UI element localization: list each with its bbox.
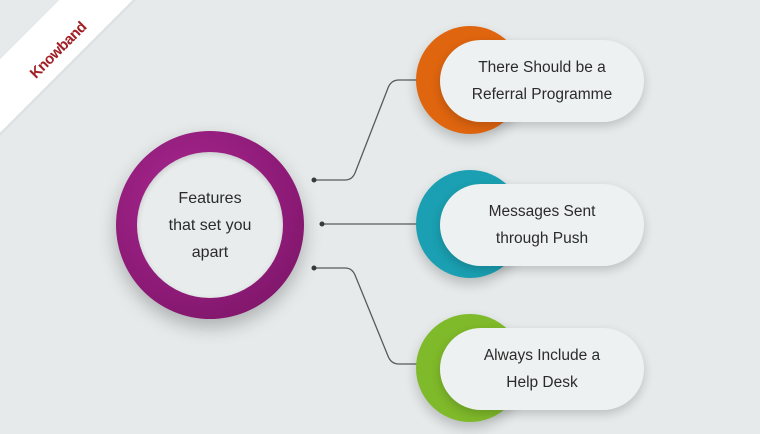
feature-pill-bottom: Always Include a Help Desk [440, 328, 644, 410]
connector-bottom [314, 267, 420, 365]
center-label: Features that set you apart [168, 189, 252, 261]
connector-dot-bottom [311, 265, 317, 271]
center-node: Features that set you apart [137, 152, 283, 298]
feature-pill-top: There Should be a Referral Programme [440, 40, 644, 122]
feature-label-middle: Messages Sent through Push [488, 203, 596, 247]
feature-label-bottom: Always Include a Help Desk [483, 347, 601, 391]
connector-dot-top [311, 177, 317, 183]
connector-dot-middle [319, 221, 325, 227]
feature-label-top: There Should be a Referral Programme [471, 59, 613, 103]
connector-top [314, 79, 420, 181]
feature-pill-middle: Messages Sent through Push [440, 184, 644, 266]
